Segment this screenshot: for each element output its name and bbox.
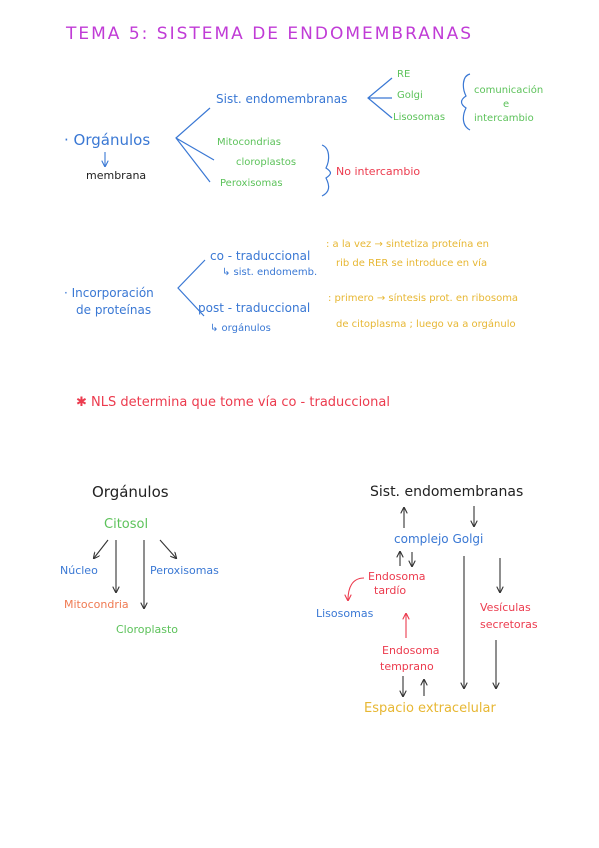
post-traduccional-desc-1: : primero → síntesis prot. en ribosoma [328,293,519,304]
no-intercambio-label: No intercambio [336,165,421,178]
re-label: RE [397,69,411,80]
organulos-branch-lines [175,107,215,183]
endosoma-tardio-label-1: Endosoma [368,570,426,583]
organulos-arrow-label: ↳ orgánulos [210,323,271,334]
lisosomas-label: Lisosomas [393,112,446,123]
complejo-golgi-label: complejo Golgi [394,532,484,546]
comunicacion-bracket [460,73,471,131]
mitocondrias-label: Mitocondrias [217,137,281,148]
mitocondria-label: Mitocondria [64,598,129,611]
co-traduccional-desc-2: rib de RER se introduce en vía [336,258,488,269]
incorporacion-branch-lines [177,259,206,317]
citosol-to-peroxisomas-arrow [159,539,176,558]
espacio-extracelular-label: Espacio extracelular [364,701,496,716]
citosol-label: Citosol [104,517,149,532]
endosoma-to-lisosomas-arrow [348,577,365,600]
endosoma-temprano-label-2: temprano [380,660,434,673]
de-proteinas-label: de proteínas [76,303,152,317]
post-traduccional-label: post - traduccional [198,301,311,315]
cloroplasto-label: Cloroplasto [116,623,179,636]
co-traduccional-desc-1: : a la vez → sintetiza proteína en [326,239,489,250]
nls-note: ✱ NLS determina que tome vía co - traduc… [76,395,390,410]
vesiculas-label-2: secretoras [480,618,538,631]
intercambio-label: intercambio [474,113,534,124]
page-title: TEMA 5: SISTEMA DE ENDOMEMBRANAS [66,24,473,44]
co-traduccional-label: co - traduccional [210,249,311,263]
cloroplastos-label: cloroplastos [236,157,297,168]
comunicacion-label: comunicación [474,85,544,96]
endomembranas-branch-lines [367,77,393,119]
citosol-to-nucleo-arrow [94,539,109,558]
organulos-label: · Orgánulos [64,131,151,149]
peroxisomas-diagram-label: Peroxisomas [150,564,219,577]
nucleo-label: Núcleo [60,564,98,577]
sist-endomembranas-label: Sist. endomembranas [216,92,348,106]
membrana-label: membrana [86,169,147,182]
peroxisomas-label: Peroxisomas [220,178,283,189]
golgi-label: Golgi [397,90,423,101]
post-traduccional-desc-2: de citoplasma ; luego va a orgánulo [336,319,516,330]
sist-endomemb-arrow-label: ↳ sist. endomemb. [222,267,318,278]
lisosomas-diagram-label: Lisosomas [316,607,374,620]
no-intercambio-bracket [321,144,332,197]
comunicacion-e-label: e [503,99,510,110]
vesiculas-label-1: Vesículas [480,601,531,614]
sist-endomembranas-diagram-title: Sist. endomembranas [370,484,524,500]
organulos-diagram-title: Orgánulos [92,483,169,501]
incorporacion-label: · Incorporación [64,286,154,300]
endosoma-temprano-label-1: Endosoma [382,644,440,657]
endosoma-tardio-label-2: tardío [374,584,407,597]
